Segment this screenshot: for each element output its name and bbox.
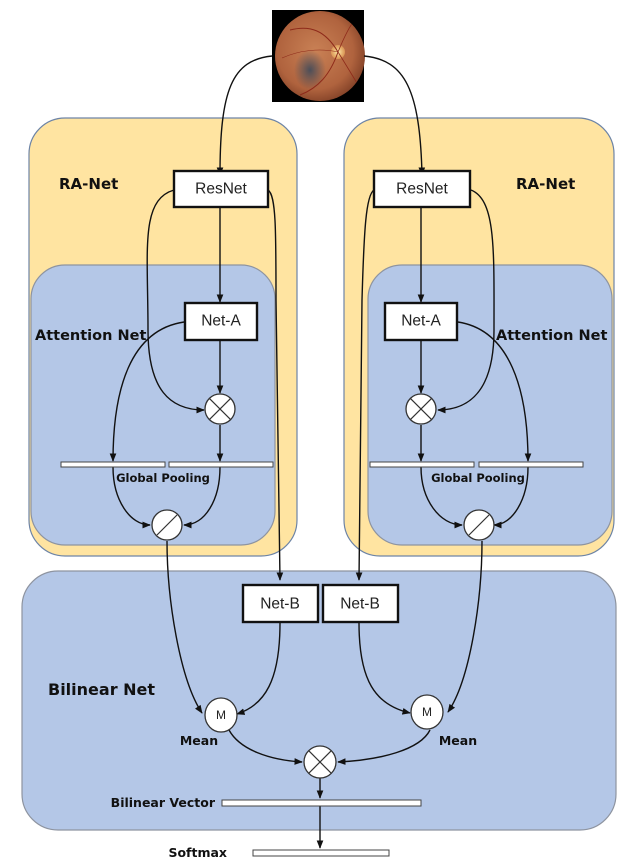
- ra-net-left-label: RA-Net: [59, 175, 118, 193]
- divide-op-left: [151, 509, 183, 541]
- edge-mean-right-to-multiply: [337, 729, 431, 765]
- softmax-label: Softmax: [168, 845, 227, 860]
- edge-input-to-resnet-left: [216, 55, 273, 176]
- divide-op-right: [463, 509, 495, 541]
- bilinear-vector-bar: [221, 799, 422, 807]
- bilinear-net-label: Bilinear Net: [48, 680, 155, 699]
- mean-left-label: Mean: [180, 733, 218, 748]
- edge-neta-to-pool-left: [109, 321, 185, 462]
- neta-right-label: Net-A: [401, 313, 441, 330]
- edge-divide-to-mean-right: [447, 540, 483, 713]
- bilinear-net-container: [21, 570, 617, 831]
- edge-pool2-to-divide-right: [493, 466, 529, 529]
- edge-mean-left-to-multiply: [228, 729, 303, 765]
- resnet-right-node: ResNet: [372, 169, 472, 209]
- mean-left-symbol: M: [216, 708, 226, 722]
- softmax-bar: [252, 849, 390, 857]
- mean-op-right: M: [410, 694, 444, 730]
- mean-op-left: M: [204, 697, 238, 733]
- attention-net-right-label: Attention Net: [496, 328, 607, 344]
- attention-net-left-label: Attention Net: [35, 328, 146, 344]
- global-pooling-right-label: Global Pooling: [431, 471, 525, 485]
- edge-resnet-to-netb-right: [355, 189, 375, 581]
- edge-resnet-to-multiply-right: [437, 189, 495, 414]
- edge-resnet-to-multiply-left: [146, 189, 205, 414]
- netb-right-label: Net-B: [340, 596, 380, 613]
- netb-right-node: Net-B: [321, 583, 400, 624]
- neta-left-label: Net-A: [201, 313, 241, 330]
- edge-input-to-resnet-right: [363, 55, 426, 176]
- input-fundus-image: [272, 10, 365, 102]
- ra-net-right-label: RA-Net: [516, 175, 575, 193]
- netb-left-node: Net-B: [241, 583, 320, 624]
- resnet-left-node: ResNet: [172, 169, 270, 209]
- multiply-op-bilinear: [303, 745, 337, 779]
- multiply-op-right: [405, 393, 437, 425]
- edge-resnet-to-netb-left: [267, 189, 284, 581]
- edge-netb-to-mean-left: [236, 622, 281, 715]
- global-pool-bar-right-1: [369, 461, 475, 468]
- bilinear-vector-label: Bilinear Vector: [111, 795, 216, 810]
- edge-pool1-to-divide-left: [112, 466, 151, 529]
- resnet-right-label: ResNet: [396, 181, 448, 198]
- netb-left-label: Net-B: [260, 596, 300, 613]
- resnet-left-label: ResNet: [195, 181, 247, 198]
- multiply-op-left: [204, 393, 236, 425]
- global-pooling-left-label: Global Pooling: [116, 471, 210, 485]
- edge-divide-to-mean-left: [166, 540, 203, 714]
- neta-right-node: Net-A: [383, 301, 459, 342]
- global-pool-bar-left-1: [60, 461, 166, 468]
- edge-pool1-to-divide-right: [420, 466, 463, 529]
- global-pool-bar-right-2: [478, 461, 584, 468]
- neta-left-node: Net-A: [183, 301, 259, 342]
- mean-right-label: Mean: [439, 733, 477, 748]
- edge-pool2-to-divide-left: [183, 466, 221, 529]
- edge-netb-to-mean-right: [358, 622, 411, 715]
- mean-right-symbol: M: [422, 705, 432, 719]
- global-pool-bar-left-2: [168, 461, 274, 468]
- edge-neta-to-pool-right: [457, 321, 532, 462]
